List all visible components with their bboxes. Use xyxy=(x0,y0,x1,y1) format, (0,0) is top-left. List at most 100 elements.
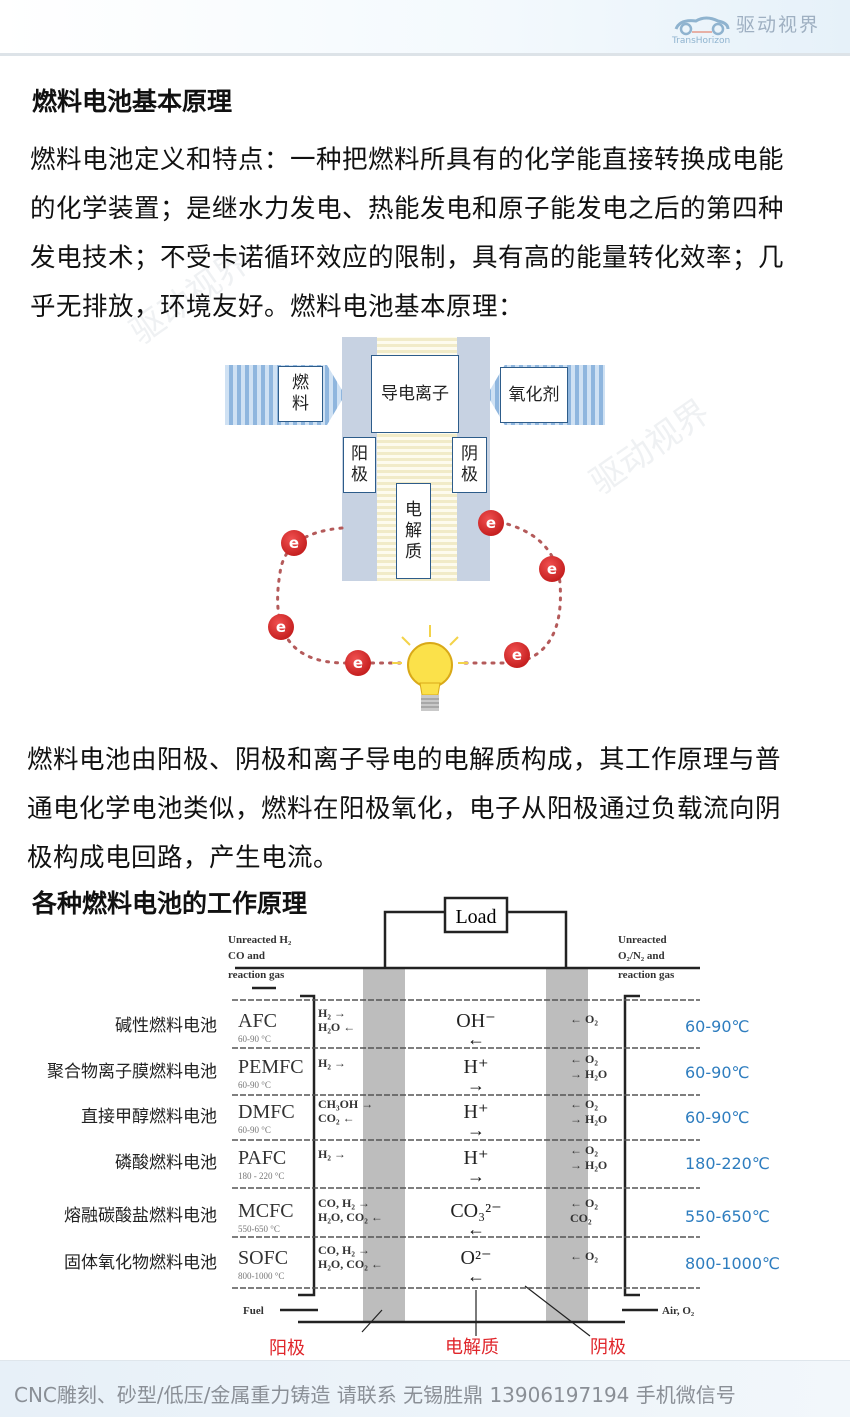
row-output: CO₂ xyxy=(570,1211,592,1225)
load-box xyxy=(443,896,509,934)
electron-icon: e xyxy=(504,642,530,668)
fuel-cell-diagram: 燃料 导电离子 氧化剂 阳极 阴极 电解质 e e e e e e xyxy=(225,333,605,725)
right-top-label: Unreacted xyxy=(618,934,667,946)
row-temperature: 60-90℃ xyxy=(685,1017,749,1036)
footer-contact-text: CNC雕刻、砂型/低压/金属重力铸造 请联系 无锡胜鼎 13906197194 … xyxy=(14,1383,736,1407)
row-abbreviation: SOFC xyxy=(238,1247,288,1269)
row-output: → H₂O xyxy=(570,1112,607,1126)
row-ion: H⁺ xyxy=(464,1101,489,1123)
text-line: 燃料电池由阳极、阴极和离子导电的电解质构成，其工作原理与普 xyxy=(27,745,782,775)
row-chinese-name: 固体氧化物燃料电池 xyxy=(64,1253,217,1273)
row-ion: OH⁻ xyxy=(456,1010,495,1032)
row-output: ← O₂ xyxy=(570,1052,598,1066)
left-top-label: CO and xyxy=(228,950,265,962)
text-line: 的化学装置；是继水力发电、热能发电和原子能发电之后的第四种 xyxy=(30,194,785,224)
row-input: H₂O ← xyxy=(318,1020,355,1034)
oxidant-label-box: 氧化剂 xyxy=(500,367,568,423)
light-bulb-icon xyxy=(392,625,468,711)
row-ion: CO₃²⁻ xyxy=(450,1200,501,1222)
row-ion-direction-arrow: ← xyxy=(467,1029,485,1049)
cathode-column xyxy=(546,968,588,1322)
row-input: H₂O, CO₂ ← xyxy=(318,1257,383,1271)
row-ion-direction-arrow: → xyxy=(467,1120,485,1140)
row-temperature: 800-1000℃ xyxy=(685,1254,780,1273)
row-input: CO, H₂ → xyxy=(318,1196,370,1210)
row-ion: O²⁻ xyxy=(461,1247,492,1269)
fuel-label: 燃料 xyxy=(292,373,309,414)
electron-symbol: e xyxy=(288,534,300,552)
row-temperature: 550-650℃ xyxy=(685,1207,770,1226)
electron-icon: e xyxy=(281,530,307,556)
anode-label-box: 阳极 xyxy=(343,437,376,493)
row-ion-direction-arrow: ← xyxy=(467,1266,485,1286)
row-small-temp: 60-90 °C xyxy=(238,1125,271,1135)
row-input: CO, H₂ → xyxy=(318,1243,370,1257)
row-abbreviation: PEMFC xyxy=(238,1056,304,1078)
row-temperature: 60-90℃ xyxy=(685,1108,749,1127)
row-ion-direction-arrow: ← xyxy=(467,1219,485,1239)
row-output: → H₂O xyxy=(570,1067,607,1081)
row-small-temp: 180 - 220 °C xyxy=(238,1171,284,1181)
row-abbreviation: PAFC xyxy=(238,1147,286,1169)
row-ion: H⁺ xyxy=(464,1056,489,1078)
electron-icon: e xyxy=(345,650,371,676)
row-ion: H⁺ xyxy=(464,1147,489,1169)
text-line: 通电化学电池类似，燃料在阳极氧化，电子从阳极通过负载流向阴 xyxy=(27,794,782,824)
electrolyte-label-box: 电解质 xyxy=(396,483,431,579)
row-abbreviation: MCFC xyxy=(238,1200,294,1222)
left-top-label: Unreacted H₂ xyxy=(228,934,292,946)
ions-label: 导电离子 xyxy=(381,383,449,404)
logo: 驱动视界 TransHorizon xyxy=(672,10,820,46)
electron-symbol: e xyxy=(275,618,287,636)
electron-icon: e xyxy=(539,556,565,582)
row-output: → H₂O xyxy=(570,1158,607,1172)
anode-label: 阳极 xyxy=(351,444,368,485)
row-chinese-name: 熔融碳酸盐燃料电池 xyxy=(64,1206,217,1226)
air-label: Air, O₂ xyxy=(662,1305,695,1317)
row-output: ← O₂ xyxy=(570,1196,598,1210)
cathode-label: 阴极 xyxy=(461,444,478,485)
row-small-temp: 550-650 °C xyxy=(238,1224,280,1234)
load-label: Load xyxy=(455,906,496,928)
cathode-bottom-label: 阴极 xyxy=(590,1337,626,1358)
row-output: ← O₂ xyxy=(570,1012,598,1026)
fuel-label: Fuel xyxy=(243,1305,264,1317)
electron-icon: e xyxy=(268,614,294,640)
header-bar: 驱动视界 TransHorizon xyxy=(0,0,850,56)
right-top-label: reaction gas xyxy=(618,969,675,981)
car-logo-icon xyxy=(674,16,730,36)
ions-label-box: 导电离子 xyxy=(371,355,459,433)
row-ion-direction-arrow: → xyxy=(467,1075,485,1095)
section-title: 各种燃料电池的工作原理 xyxy=(32,889,308,918)
row-input: H₂ → xyxy=(318,1056,346,1070)
anode-bottom-label: 阳极 xyxy=(269,1338,305,1359)
logo-text: 驱动视界 xyxy=(735,14,820,36)
left-top-label: reaction gas xyxy=(228,969,285,981)
row-chinese-name: 直接甲醇燃料电池 xyxy=(81,1107,217,1127)
row-input: CH₃OH → xyxy=(318,1097,373,1111)
row-input: CO₂ ← xyxy=(318,1111,355,1125)
row-input: H₂O, CO₂ ← xyxy=(318,1210,383,1224)
row-temperature: 60-90℃ xyxy=(685,1063,749,1082)
anode-column xyxy=(363,968,405,1322)
oxidant-label: 氧化剂 xyxy=(508,384,560,405)
electron-icon: e xyxy=(478,510,504,536)
text-line: 发电技术；不受卡诺循环效应的限制，具有高的能量转化效率；几 xyxy=(30,243,785,273)
fuel-label-box: 燃料 xyxy=(278,366,323,422)
row-small-temp: 60-90 °C xyxy=(238,1080,271,1090)
text-line: 燃料电池定义和特点：一种把燃料所具有的化学能直接转换成电能 xyxy=(30,145,785,175)
row-chinese-name: 磷酸燃料电池 xyxy=(115,1153,217,1173)
fuel-cell-types-diagram: Load Unreacted H₂ CO and reaction gas Un… xyxy=(47,896,780,1359)
row-input: H₂ → xyxy=(318,1147,346,1161)
electron-symbol: e xyxy=(546,560,558,578)
row-chinese-name: 碱性燃料电池 xyxy=(115,1016,217,1036)
electrolyte-bottom-label: 电解质 xyxy=(445,1337,499,1358)
row-output: ← O₂ xyxy=(570,1143,598,1157)
row-abbreviation: DMFC xyxy=(238,1101,295,1123)
electron-symbol: e xyxy=(352,654,364,672)
logo-subtext: TransHorizon xyxy=(671,36,731,46)
electron-symbol: e xyxy=(485,514,497,532)
text-line: 乎无排放，环境友好。燃料电池基本原理： xyxy=(30,292,525,322)
intro-paragraph: 燃料电池定义和特点：一种把燃料所具有的化学能直接转换成电能 的化学装置；是继水力… xyxy=(30,136,784,332)
row-input: H₂ → xyxy=(318,1006,346,1020)
